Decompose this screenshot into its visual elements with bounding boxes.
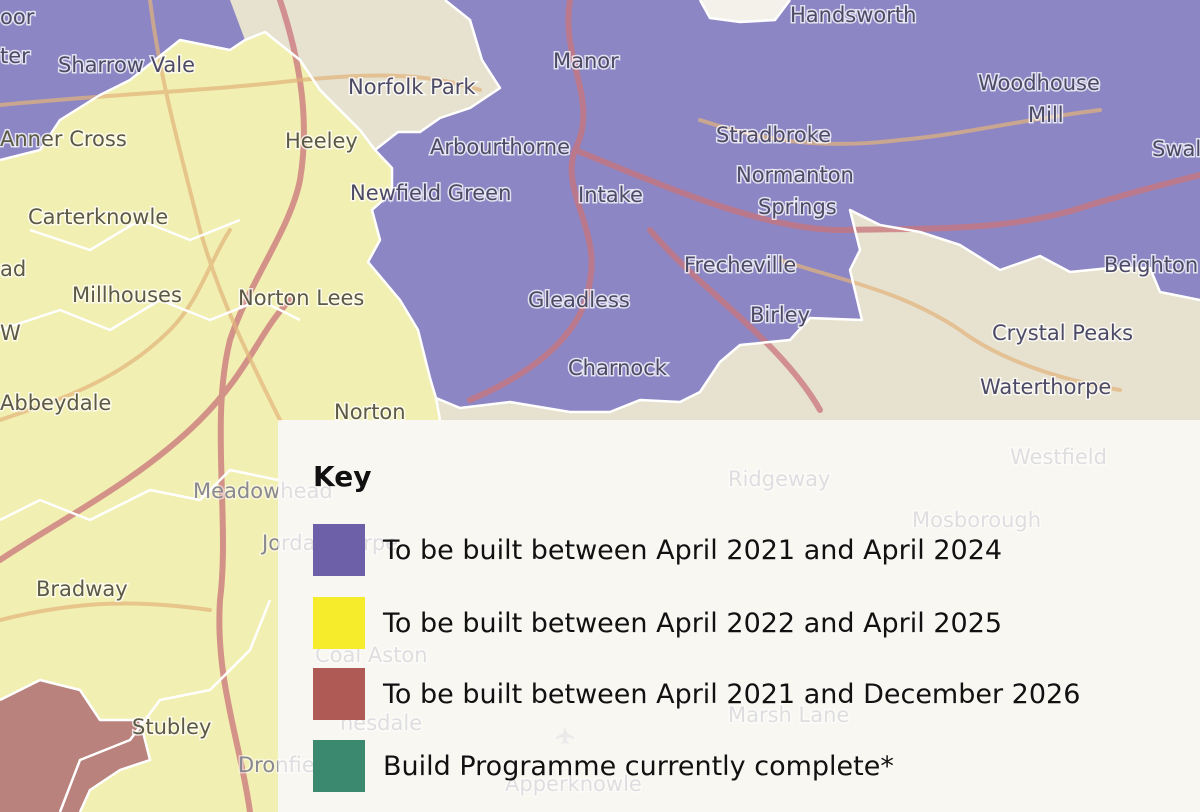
place-label: Abbeydale — [0, 391, 111, 415]
place-label: Gleadless — [528, 288, 630, 312]
legend-swatch-red — [313, 668, 365, 720]
place-label: Waterthorpe — [980, 375, 1111, 399]
legend-label-red: To be built between April 2021 and Decem… — [383, 678, 1081, 710]
legend-item-purple: To be built between April 2021 and April… — [313, 524, 1002, 576]
place-label: Mill — [1028, 103, 1064, 127]
place-label: Normanton — [736, 163, 854, 187]
place-label: Swal — [1152, 137, 1200, 161]
legend-swatch-purple — [313, 524, 365, 576]
place-label: Manor — [553, 49, 619, 73]
place-label: Anner Cross — [0, 127, 127, 151]
legend-item-red: To be built between April 2021 and Decem… — [313, 668, 1080, 720]
purple-zone-area[interactable] — [0, 0, 1200, 412]
place-label: Crystal Peaks — [992, 321, 1133, 345]
legend-swatch-green — [313, 740, 365, 792]
place-label: Norton Lees — [238, 286, 364, 310]
legend-label-yellow: To be built between April 2022 and April… — [383, 607, 1003, 639]
place-label: Intake — [578, 183, 643, 207]
place-label: Carterknowle — [28, 205, 168, 229]
handsworth-unassigned-area — [700, 0, 790, 22]
place-label: Woodhouse — [978, 71, 1100, 95]
legend-title: Key — [313, 460, 372, 493]
place-label: Charnock — [568, 356, 668, 380]
secondary-roads — [0, 0, 1122, 622]
map-legend: Key To be built between April 2021 and A… — [278, 420, 1200, 812]
legend-item-green: Build Programme currently complete* — [313, 740, 894, 792]
place-label: Stradbroke — [716, 123, 831, 147]
legend-swatch-yellow — [313, 597, 365, 649]
place-label: Bradway — [36, 577, 128, 601]
place-label: ter — [0, 44, 30, 68]
place-label: Beighton — [1104, 253, 1198, 277]
place-label: Sharrow Vale — [58, 53, 195, 77]
legend-item-yellow: To be built between April 2022 and April… — [313, 597, 1002, 649]
place-label: Stubley — [132, 715, 211, 739]
place-label: Handsworth — [790, 3, 916, 27]
place-label: Millhouses — [72, 283, 182, 307]
place-label: Frecheville — [684, 253, 796, 277]
place-label: ad — [0, 257, 26, 281]
place-label: Newfield Green — [350, 181, 511, 205]
place-label: Norfolk Park — [348, 75, 476, 99]
place-label: Birley — [750, 303, 810, 327]
red-zone-area[interactable] — [0, 680, 150, 812]
legend-label-green: Build Programme currently complete* — [383, 750, 894, 782]
place-label: Arbourthorne — [430, 135, 570, 159]
place-label: oor — [0, 5, 35, 29]
place-label: Heeley — [285, 129, 358, 153]
legend-label-purple: To be built between April 2021 and April… — [383, 534, 1003, 566]
place-label: Springs — [758, 195, 837, 219]
place-label: W — [0, 321, 21, 345]
